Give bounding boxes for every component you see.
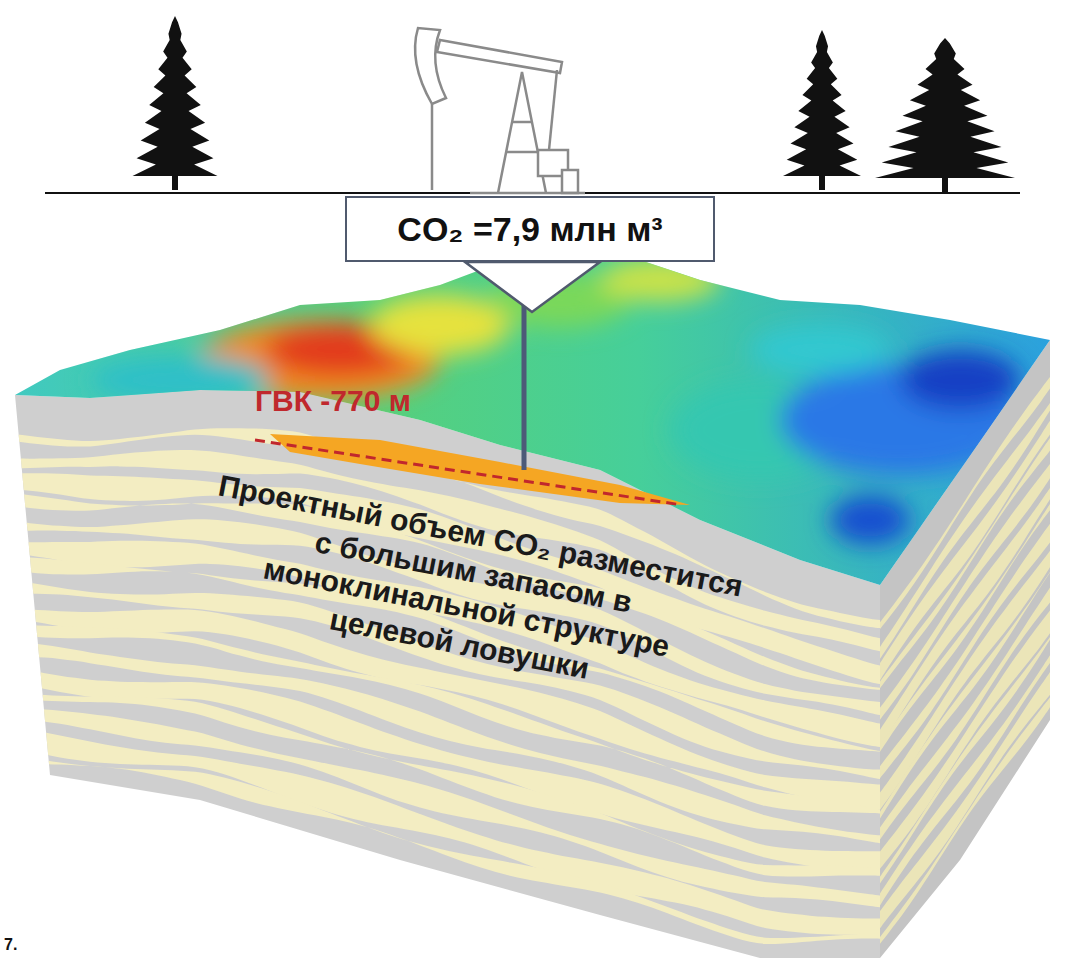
tree-symbol <box>783 30 861 176</box>
tree-trunk <box>942 176 948 192</box>
tree-trunk <box>819 174 825 190</box>
stratum-band <box>880 551 1050 810</box>
tree-symbols <box>133 16 1016 192</box>
tree-symbol <box>133 16 218 176</box>
stratum-band <box>880 672 1050 928</box>
pump-jack <box>415 28 585 193</box>
stratum-band <box>880 698 1050 944</box>
annotation-text: Проектный объем CO₂ разместится с больши… <box>191 467 749 714</box>
stratum-band <box>0 641 885 844</box>
ground-line <box>45 192 1020 194</box>
stratum-band <box>0 726 885 934</box>
figure-number: 7. <box>4 936 17 954</box>
tree-symbol <box>875 38 1015 178</box>
well-line <box>522 290 527 470</box>
stratum-band <box>880 637 1050 883</box>
tree-trunk <box>172 174 178 190</box>
contact-label: ГВК -770 м <box>255 384 411 418</box>
callout-arrow <box>465 262 600 312</box>
stratum-band <box>0 754 885 944</box>
stratum-band <box>0 708 885 908</box>
callout-box: CO₂ =7,9 млн м³ <box>345 196 715 262</box>
volume-text: CO₂ =7,9 млн м³ <box>397 210 662 249</box>
stratum-band <box>880 655 1050 905</box>
